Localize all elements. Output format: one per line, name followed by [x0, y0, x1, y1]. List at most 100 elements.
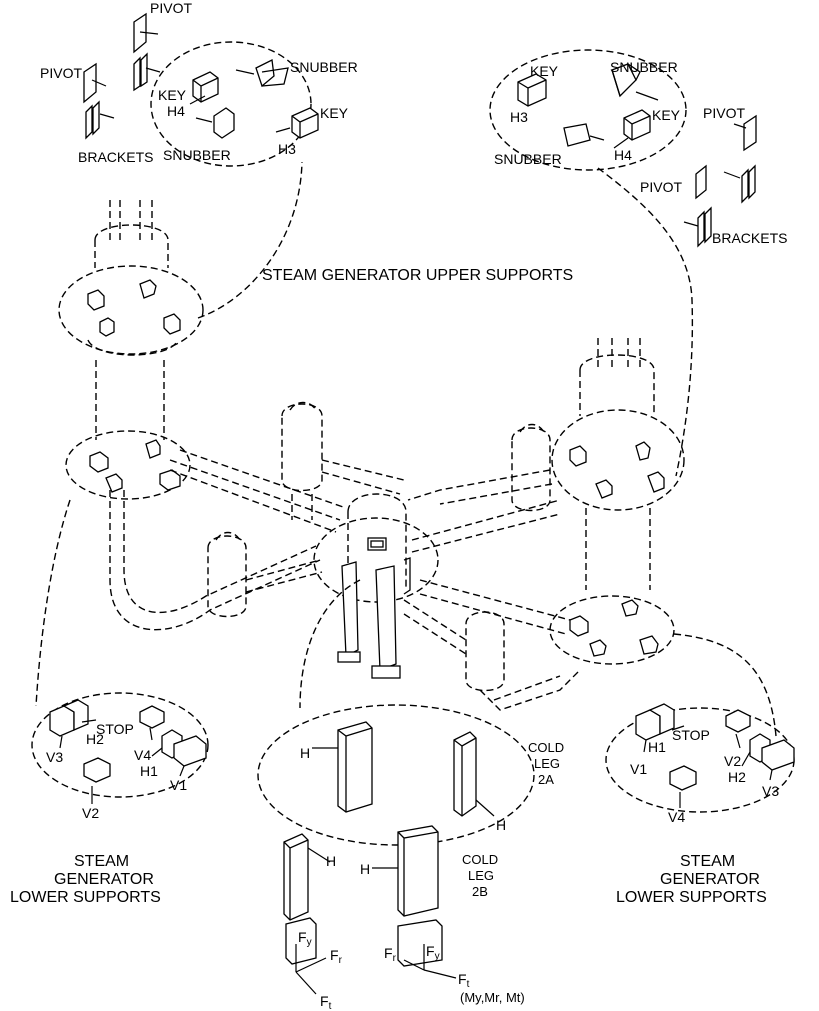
bracket-top-arrow: [145, 67, 161, 73]
cold-leg-2b-support-1: [283, 833, 309, 921]
ur-bracket-low-b: [704, 206, 712, 244]
ur-pivot-top-plate: [743, 114, 757, 152]
lr-label-v2: V2: [724, 753, 741, 769]
ll-label-v4: V4: [134, 747, 151, 763]
bracket-left-b: [92, 100, 100, 136]
ur-bracket-low-a: [697, 210, 705, 248]
axes-left-ft: Ft: [320, 993, 332, 1011]
ll-label-v1: V1: [170, 777, 187, 793]
ur-pivot-mid-plate: [695, 164, 707, 200]
ur-label-pivot-top: PIVOT: [703, 105, 745, 121]
pump-right-upper: [511, 427, 551, 512]
axes-right-fy: Fy: [426, 943, 440, 962]
lower-right-support-detail: STOP H1 V1 V2 H2 V3 V4: [605, 703, 795, 825]
label-brackets: BRACKETS: [78, 149, 153, 165]
ll-caption-2: GENERATOR: [54, 871, 154, 888]
snubber-bottom-arrow: [195, 117, 213, 123]
snubber-top-arrow: [235, 69, 255, 75]
bracket-left-a: [85, 104, 93, 140]
upper-left-support-detail: PIVOT PIVOT BRACKETS SNUBBER SNUBBER KEY…: [40, 0, 358, 167]
cold-leg-2a-support-1: [337, 721, 373, 813]
bracket-top-b: [140, 52, 148, 88]
lr-label-h1: H1: [648, 739, 666, 755]
label-key-left: KEY: [158, 87, 187, 103]
lr-label-v1: V1: [630, 761, 647, 777]
lr-label-v4: V4: [668, 809, 685, 825]
ll-label-v3: V3: [46, 749, 63, 765]
label-key-right: KEY: [320, 105, 349, 121]
diagram-title: STEAM GENERATOR UPPER SUPPORTS: [262, 267, 573, 284]
reactor-vessel-and-pumps: [207, 401, 581, 711]
axes-right-fr: Fr: [384, 945, 397, 964]
left-steam-generator: [58, 200, 347, 631]
reactor-vessel-ellipse: [313, 517, 439, 603]
ll-caption-1: STEAM: [74, 853, 129, 870]
ur-key-right-block: [623, 109, 651, 141]
ur-label-brackets: BRACKETS: [712, 230, 787, 246]
axes-left-fr: Fr: [330, 947, 343, 966]
ur-label-key-right: KEY: [652, 107, 681, 123]
lr-caption-2: GENERATOR: [660, 871, 760, 888]
ur-label-h3: H3: [510, 109, 528, 125]
cl-label-h-d: H: [360, 861, 370, 877]
cold-leg-2b-support-2: [397, 825, 439, 917]
leader-lower-right: [673, 633, 777, 737]
lr-label-h2: H2: [728, 769, 746, 785]
cold-leg-2a-support-2: [453, 731, 477, 817]
leader-upper-left: [197, 161, 303, 319]
bracket-left-arrow: [99, 113, 115, 119]
label-h3: H3: [278, 141, 296, 157]
lr-label-v3: V3: [762, 783, 779, 799]
label-pivot-top: PIVOT: [150, 0, 192, 16]
cl-label-h-b: H: [496, 817, 506, 833]
right-sg-upper-ellipse: [551, 409, 685, 511]
leader-cold-leg: [299, 579, 361, 709]
axes-right-moments: (My,Mr, Mt): [460, 990, 525, 1005]
cl-label-2b-3: 2B: [472, 884, 488, 899]
pivot-left-plate: [83, 62, 97, 104]
ur-pivot-top-arrow: [733, 123, 747, 129]
pivot-top-arrow: [139, 31, 159, 35]
key-left-block: [192, 71, 219, 103]
cl-label-2b-1: COLD: [462, 852, 498, 867]
ll-label-v2: V2: [82, 805, 99, 821]
pivot-top-plate: [133, 12, 147, 54]
ll-label-stop: STOP: [96, 721, 134, 737]
cold-leg-detail-ellipse: [257, 704, 535, 846]
vessel-support-column-1: [341, 561, 359, 658]
ur-label-snubber-top: SNUBBER: [610, 59, 678, 75]
upper-left-detail-ellipse: [150, 41, 312, 167]
ur-bracket-b: [748, 164, 756, 200]
leader-lower-left: [35, 499, 71, 707]
ur-bracket-low-arrow: [683, 221, 699, 227]
upper-right-support-detail: KEY SNUBBER KEY PIVOT PIVOT SNUBBER BRAC…: [489, 49, 787, 248]
ur-snubber-top-arrow: [635, 91, 659, 101]
upper-right-detail-ellipse: [489, 49, 687, 171]
axes-left-fy: Fy: [298, 929, 312, 948]
snubber-top-block: [255, 59, 275, 88]
label-snubber-top: SNUBBER: [290, 59, 358, 75]
pump-top-center: [281, 403, 323, 492]
axes-right-ft: Ft: [458, 971, 470, 990]
pump-left: [207, 535, 247, 618]
snubber-bottom-block: [213, 107, 235, 139]
lower-left-detail-ellipse: [31, 692, 209, 798]
ll-label-h1: H1: [140, 763, 158, 779]
lower-left-support-detail: H2 STOP V3 V4 H1 V1 V2: [31, 692, 209, 821]
leader-upper-right: [597, 167, 694, 477]
cl-label-2a-1: COLD: [528, 740, 564, 755]
ur-label-key: KEY: [530, 63, 559, 79]
cl-label-h-a: H: [300, 745, 310, 761]
pump-lower-right: [465, 611, 505, 692]
ur-bracket-a: [741, 168, 749, 204]
cl-label-2a-3: 2A: [538, 772, 554, 787]
cl-label-2a-2: LEG: [534, 756, 560, 771]
label-h4: H4: [167, 103, 185, 119]
h4-arrow: [189, 95, 206, 105]
ur-h4-arrow: [613, 137, 629, 149]
cold-leg-support-detail: H H H H COLD LEG 2A COLD LEG 2B: [257, 704, 564, 967]
force-axes-left: Fy Fr Ft: [295, 929, 343, 1011]
cl-label-2b-2: LEG: [468, 868, 494, 883]
